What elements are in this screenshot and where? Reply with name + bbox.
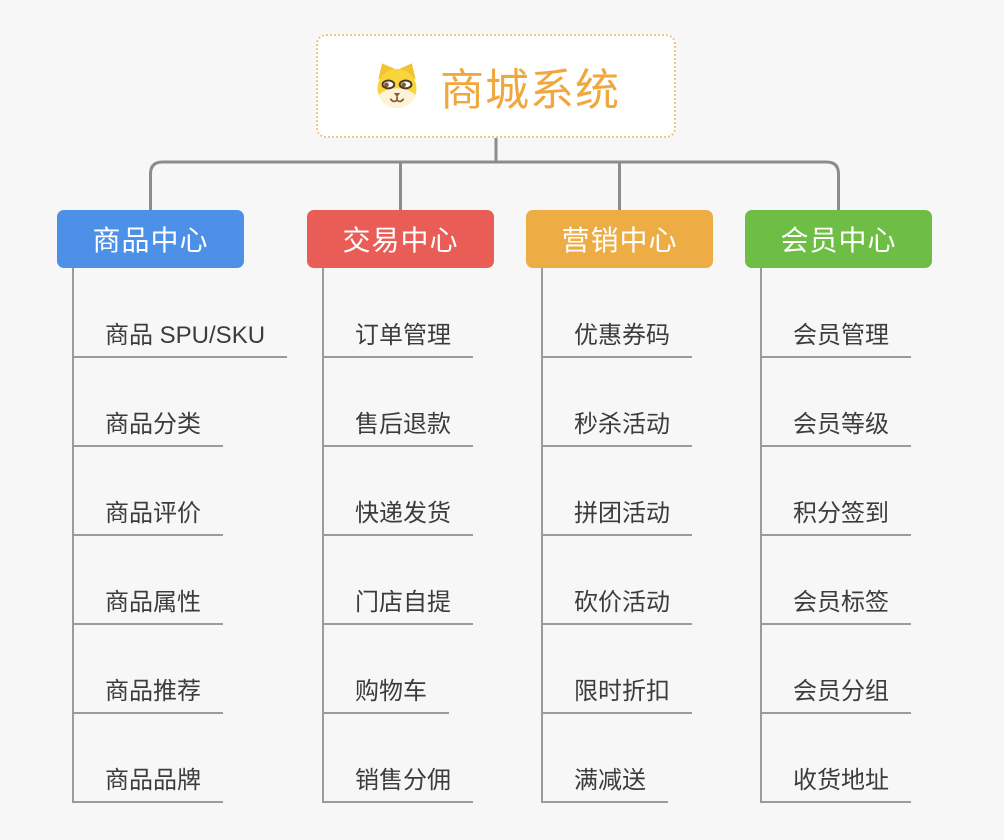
root-title: 商城系统 bbox=[440, 66, 620, 115]
branch-node-trade-center[interactable]: 交易中心 bbox=[307, 210, 494, 268]
branch-node-label: 营销中心 bbox=[561, 225, 678, 256]
branch-node-label: 交易中心 bbox=[342, 225, 459, 256]
branch-node-member-center[interactable]: 会员中心 bbox=[745, 210, 932, 268]
leaf-node[interactable]: 会员等级 bbox=[760, 411, 911, 447]
leaf-node[interactable]: 积分签到 bbox=[760, 500, 911, 536]
leaf-node[interactable]: 商品分类 bbox=[72, 411, 223, 447]
leaf-node[interactable]: 购物车 bbox=[322, 678, 449, 714]
leaf-node[interactable]: 优惠券码 bbox=[541, 322, 692, 358]
leaf-node[interactable]: 订单管理 bbox=[322, 322, 473, 358]
leaf-node[interactable]: 商品属性 bbox=[72, 589, 223, 625]
leaf-node[interactable]: 商品品牌 bbox=[72, 767, 223, 803]
leaf-node[interactable]: 砍价活动 bbox=[541, 589, 692, 625]
leaf-node[interactable]: 会员分组 bbox=[760, 678, 911, 714]
dog-face-icon bbox=[372, 61, 422, 111]
branch-node-label: 商品中心 bbox=[92, 225, 209, 256]
leaf-node[interactable]: 售后退款 bbox=[322, 411, 473, 447]
leaf-node[interactable]: 会员标签 bbox=[760, 589, 911, 625]
leaf-node[interactable]: 拼团活动 bbox=[541, 500, 692, 536]
branch-node-marketing-center[interactable]: 营销中心 bbox=[526, 210, 713, 268]
leaf-node[interactable]: 限时折扣 bbox=[541, 678, 692, 714]
branch-node-product-center[interactable]: 商品中心 bbox=[57, 210, 244, 268]
root-node[interactable]: 商城系统 bbox=[316, 34, 676, 138]
leaf-node[interactable]: 快递发货 bbox=[322, 500, 473, 536]
leaf-node[interactable]: 商品 SPU/SKU bbox=[72, 322, 288, 358]
leaf-node[interactable]: 满减送 bbox=[541, 767, 668, 803]
branch-node-label: 会员中心 bbox=[780, 225, 897, 256]
leaf-node[interactable]: 商品评价 bbox=[72, 500, 223, 536]
leaf-node[interactable]: 商品推荐 bbox=[72, 678, 223, 714]
leaf-node[interactable]: 会员管理 bbox=[760, 322, 911, 358]
leaf-node[interactable]: 收货地址 bbox=[760, 767, 911, 803]
leaf-node[interactable]: 秒杀活动 bbox=[541, 411, 692, 447]
leaf-node[interactable]: 销售分佣 bbox=[322, 767, 473, 803]
leaf-node[interactable]: 门店自提 bbox=[322, 589, 473, 625]
